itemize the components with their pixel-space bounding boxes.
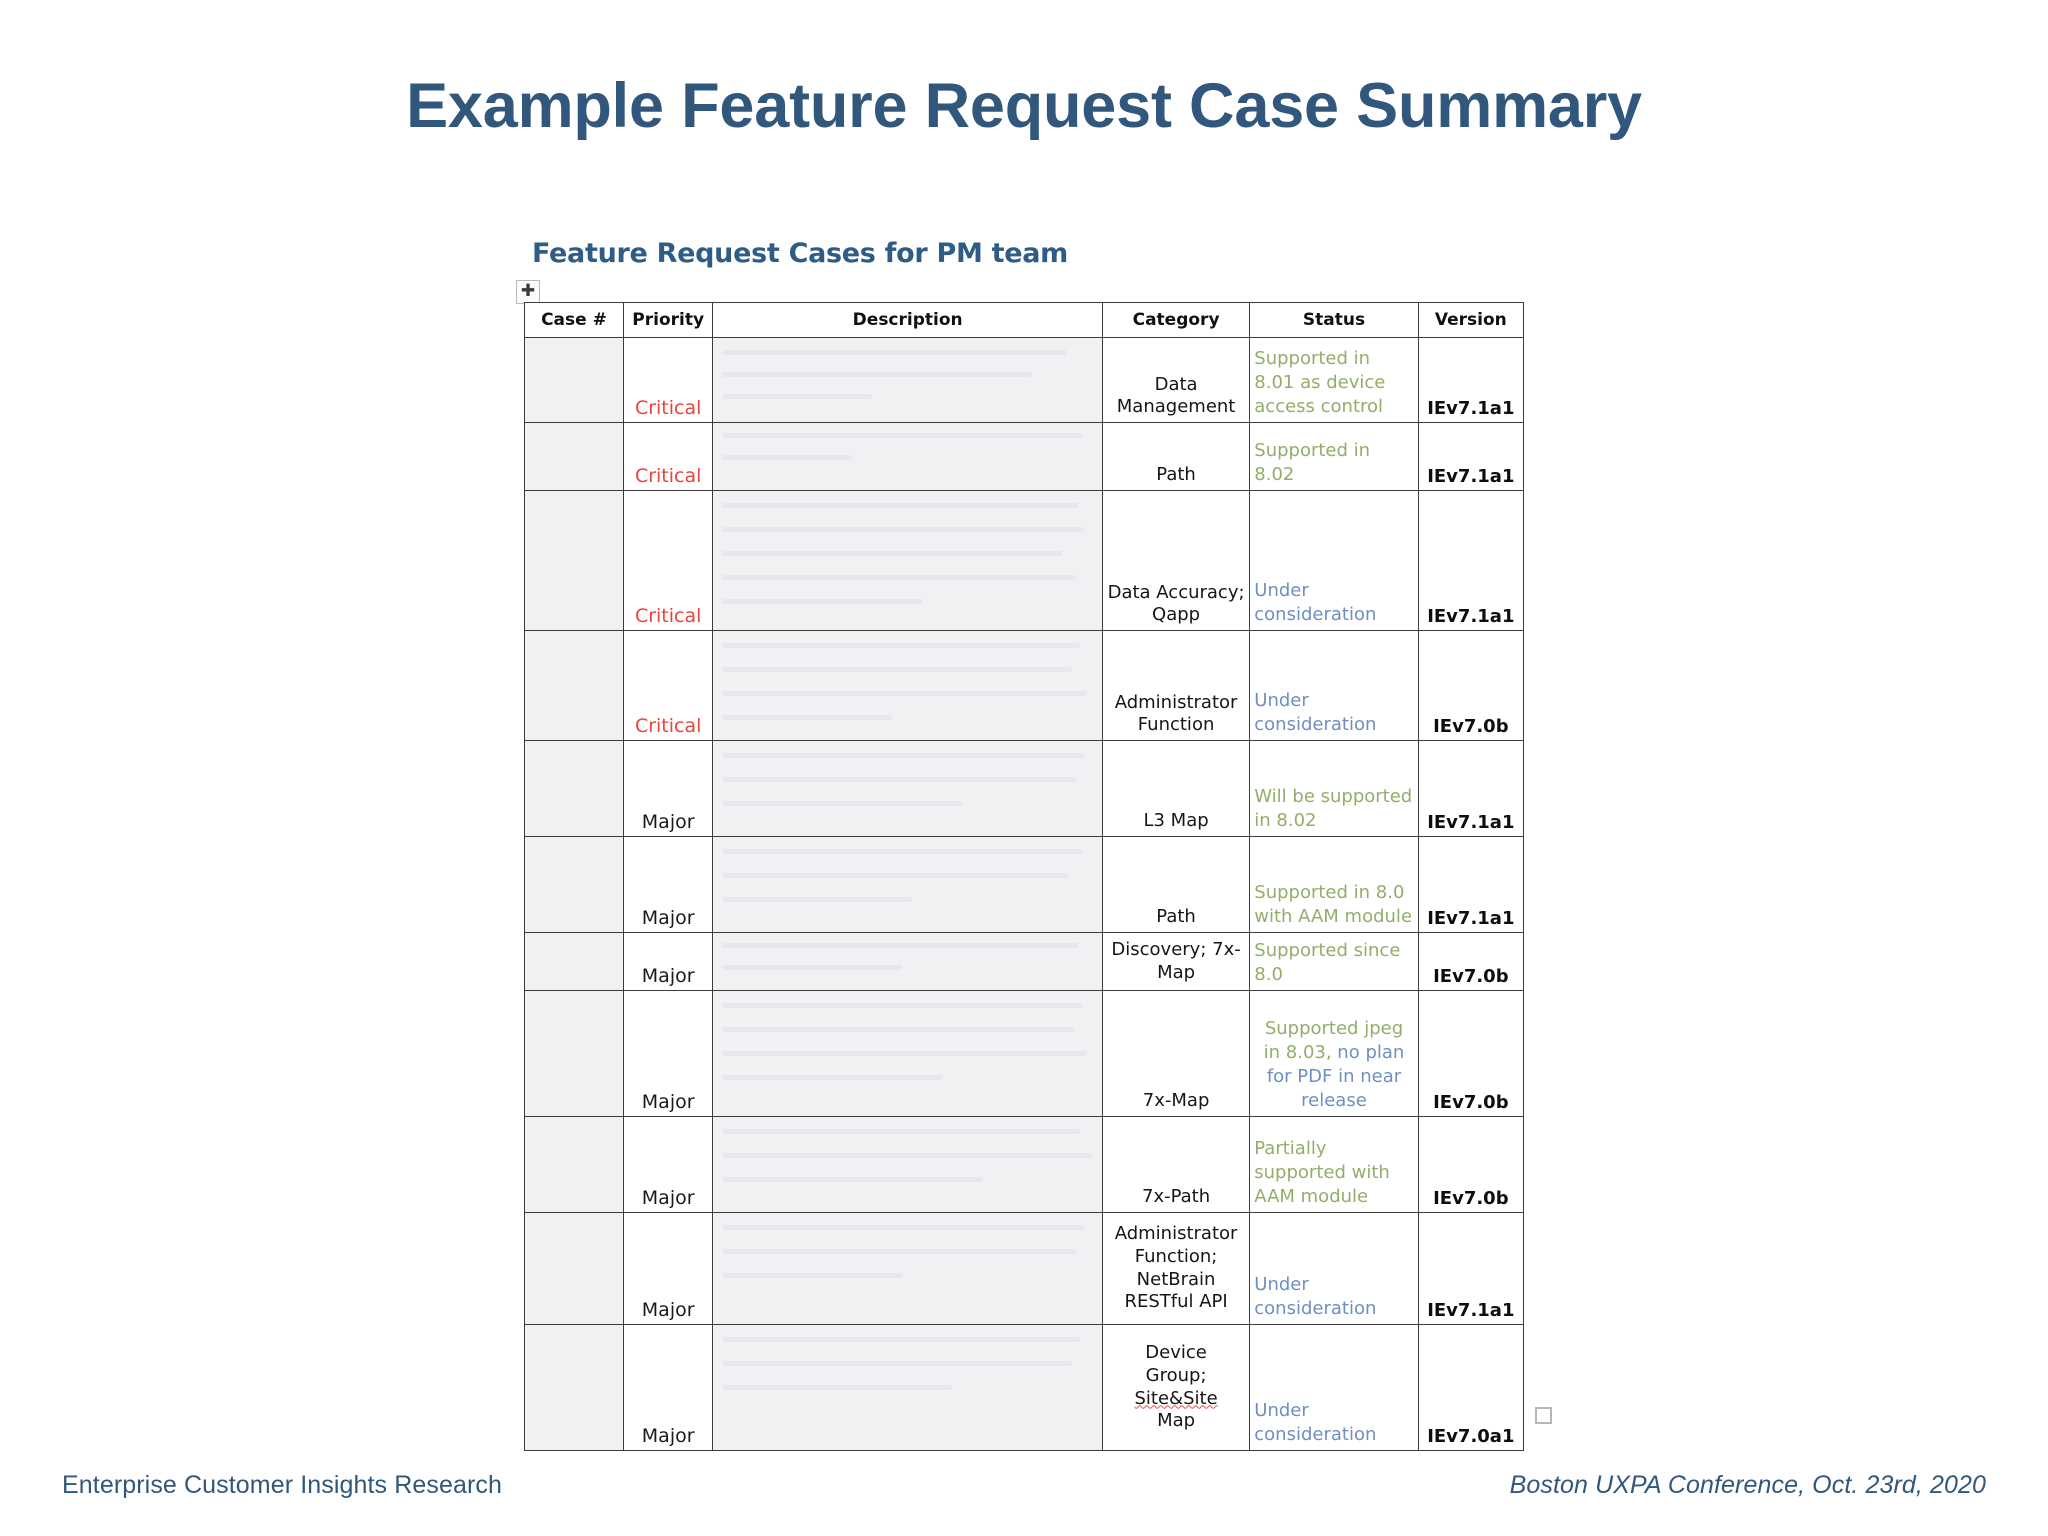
cell-version: IEv7.0b	[1417, 932, 1525, 991]
resize-handle-icon[interactable]	[1535, 1407, 1552, 1424]
cell-status: Supported since 8.0	[1249, 932, 1419, 991]
embedded-table-object: Feature Request Cases for PM team ✚ Case…	[516, 238, 1552, 1451]
cell-case	[524, 422, 624, 491]
cell-description-redacted	[712, 932, 1103, 991]
cell-description-redacted	[712, 740, 1103, 837]
cell-description-redacted	[712, 836, 1103, 933]
cell-category: Path	[1101, 422, 1251, 491]
cell-priority: Major	[622, 932, 714, 991]
footer-right-text: Boston UXPA Conference, Oct. 23rd, 2020	[1509, 1471, 1986, 1499]
cell-status: Supported in 8.02	[1249, 422, 1419, 491]
category-line-4: Map	[1157, 1410, 1196, 1432]
table-row: Major Discovery; 7x-Map Supported since …	[524, 932, 1525, 991]
cell-case	[524, 337, 624, 423]
cell-status: Under consideration	[1249, 1212, 1419, 1325]
cell-version: IEv7.1a1	[1417, 490, 1525, 631]
cell-status: Under consideration	[1249, 1324, 1419, 1451]
cell-status: Supported in 8.0 with AAM module	[1249, 836, 1419, 933]
table-row: Critical Data Accuracy; Qapp Under consi…	[524, 490, 1525, 631]
cell-category: Discovery; 7x-Map	[1101, 932, 1251, 991]
cell-priority: Major	[622, 1212, 714, 1325]
cell-description-redacted	[712, 990, 1103, 1117]
cell-category: 7x-Path	[1101, 1116, 1251, 1213]
status-part-noplan: no plan for PDF in near release	[1266, 1042, 1405, 1112]
feature-request-table: Case # Priority Description Category Sta…	[524, 302, 1525, 1451]
cell-category: Administrator Function; NetBrain RESTful…	[1101, 1212, 1251, 1325]
cell-priority: Critical	[622, 337, 714, 423]
cell-description-redacted	[712, 490, 1103, 631]
cell-priority: Critical	[622, 422, 714, 491]
cell-category: Data Management	[1101, 337, 1251, 423]
column-header-case[interactable]: Case #	[524, 302, 624, 338]
cell-description-redacted	[712, 630, 1103, 741]
cell-description-redacted	[712, 1116, 1103, 1213]
cell-case	[524, 630, 624, 741]
move-handle-icon[interactable]: ✚	[516, 280, 540, 304]
cell-description-redacted	[712, 1324, 1103, 1451]
column-header-description[interactable]: Description	[712, 302, 1103, 338]
cell-case	[524, 1324, 624, 1451]
cell-priority: Critical	[622, 490, 714, 631]
table-row: Major Path Supported in 8.0 with AAM mod…	[524, 836, 1525, 933]
cell-priority: Major	[622, 836, 714, 933]
cell-priority: Major	[622, 1324, 714, 1451]
cell-case	[524, 932, 624, 991]
cell-version: IEv7.0b	[1417, 630, 1525, 741]
cell-priority: Critical	[622, 630, 714, 741]
category-line-1: Device	[1145, 1342, 1207, 1364]
footer-left-text: Enterprise Customer Insights Research	[62, 1471, 502, 1499]
cell-version: IEv7.1a1	[1417, 1212, 1525, 1325]
cell-case	[524, 740, 624, 837]
cell-version: IEv7.1a1	[1417, 836, 1525, 933]
table-row: Critical Data Management Supported in 8.…	[524, 337, 1525, 423]
page-title: Example Feature Request Case Summary	[406, 71, 1642, 141]
cell-description-redacted	[712, 1212, 1103, 1325]
table-heading: Feature Request Cases for PM team	[532, 238, 1069, 269]
table-row: Major L3 Map Will be supported in 8.02 I…	[524, 740, 1525, 837]
cell-category: Path	[1101, 836, 1251, 933]
cell-version: IEv7.1a1	[1417, 422, 1525, 491]
category-line-2: Group;	[1145, 1364, 1207, 1386]
table-row: Major 7x-Path Partially supported with A…	[524, 1116, 1525, 1213]
cell-category: 7x-Map	[1101, 990, 1251, 1117]
cell-case	[524, 1116, 624, 1213]
status-part-supported: Supported jpeg in 8.03,	[1263, 1018, 1404, 1064]
cell-version: IEv7.0a1	[1417, 1324, 1525, 1451]
cell-version: IEv7.1a1	[1417, 740, 1525, 837]
cell-case	[524, 490, 624, 631]
table-row: Critical Path Supported in 8.02 IEv7.1a1	[524, 422, 1525, 491]
table-row: Major Administrator Function; NetBrain R…	[524, 1212, 1525, 1325]
table-header-row: Case # Priority Description Category Sta…	[524, 302, 1525, 338]
column-header-version[interactable]: Version	[1417, 302, 1525, 338]
cell-status: Will be supported in 8.02	[1249, 740, 1419, 837]
cell-version: IEv7.0b	[1417, 1116, 1525, 1213]
cell-priority: Major	[622, 1116, 714, 1213]
cell-version: IEv7.1a1	[1417, 337, 1525, 423]
cell-status: Supported jpeg in 8.03, no plan for PDF …	[1249, 990, 1419, 1117]
cell-priority: Major	[622, 990, 714, 1117]
category-line-3-misspelled: Site&Site	[1134, 1387, 1218, 1409]
cell-case	[524, 1212, 624, 1325]
cell-status: Under consideration	[1249, 630, 1419, 741]
cell-description-redacted	[712, 337, 1103, 423]
cell-case	[524, 990, 624, 1117]
cell-status: Partially supported with AAM module	[1249, 1116, 1419, 1213]
column-header-priority[interactable]: Priority	[622, 302, 714, 338]
column-header-category[interactable]: Category	[1101, 302, 1251, 338]
cell-description-redacted	[712, 422, 1103, 491]
column-header-status[interactable]: Status	[1249, 302, 1419, 338]
cell-priority: Major	[622, 740, 714, 837]
cell-status: Under consideration	[1249, 490, 1419, 631]
cell-status: Supported in 8.01 as device access contr…	[1249, 337, 1419, 423]
cell-category: Administrator Function	[1101, 630, 1251, 741]
cell-category: Data Accuracy; Qapp	[1101, 490, 1251, 631]
table-row: Major 7x-Map Supported jpeg in 8.03, no …	[524, 990, 1525, 1117]
cell-version: IEv7.0b	[1417, 990, 1525, 1117]
table-row: Critical Administrator Function Under co…	[524, 630, 1525, 741]
cell-category: L3 Map	[1101, 740, 1251, 837]
cell-case	[524, 836, 624, 933]
